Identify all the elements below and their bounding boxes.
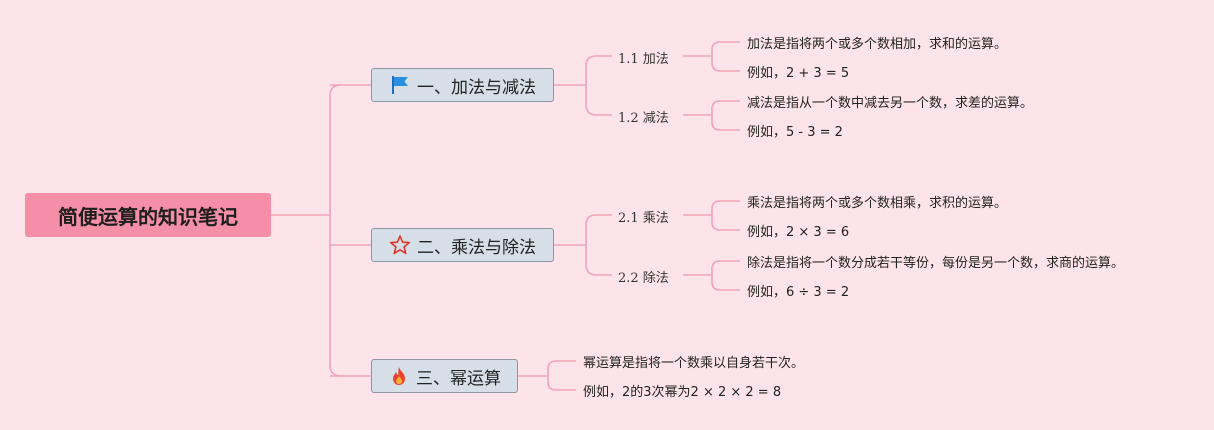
leaf-addition-example[interactable]: 例如，2 + 3 = 5 xyxy=(747,66,850,81)
connector-b1-s1 xyxy=(585,55,612,67)
root-title: 简便运算的知识笔记 xyxy=(58,204,238,229)
branch-multiplication-division[interactable]: 二、乘法与除法 xyxy=(371,228,554,262)
connector-corner-bottom xyxy=(329,364,342,377)
connector-s11-l1 xyxy=(711,41,740,51)
connector-s11-l2 xyxy=(711,61,740,72)
connector-s21-l1 xyxy=(711,200,740,210)
connector-corner-top xyxy=(329,84,342,97)
branch-2-label: 二、乘法与除法 xyxy=(417,237,536,258)
branch-1-label: 一、加法与减法 xyxy=(417,77,536,98)
connector-s21-l2 xyxy=(711,221,740,231)
leaf-power-example[interactable]: 例如，2的3次幂为2 × 2 × 2 = 8 xyxy=(583,385,782,400)
connector-s12-l2 xyxy=(711,121,740,131)
leaf-power-definition[interactable]: 幂运算是指将一个数乘以自身若干次。 xyxy=(583,356,805,371)
branch-3-label: 三、幂运算 xyxy=(416,368,501,389)
subtopic-addition[interactable]: 1.1 加法 xyxy=(618,52,669,67)
branch-power[interactable]: 三、幂运算 xyxy=(371,359,518,393)
root-topic[interactable]: 简便运算的知识笔记 xyxy=(25,193,271,237)
branch-addition-subtraction[interactable]: 一、加法与减法 xyxy=(371,68,554,102)
subtopic-multiplication[interactable]: 2.1 乘法 xyxy=(618,211,669,226)
leaf-division-example[interactable]: 例如，6 ÷ 3 = 2 xyxy=(747,285,850,300)
leaf-multiplication-definition[interactable]: 乘法是指将两个或多个数相乘，求积的运算。 xyxy=(747,196,1008,211)
blue-flag-icon xyxy=(389,74,411,96)
leaf-subtraction-definition[interactable]: 减法是指从一个数中减去另一个数，求差的运算。 xyxy=(747,96,1034,111)
connector-b1-s2 xyxy=(585,103,612,116)
connector-b3-l2 xyxy=(547,381,576,391)
leaf-division-definition[interactable]: 除法是指将一个数分成若干等份，每份是另一个数，求商的运算。 xyxy=(747,256,1125,271)
connector-b2-s2 xyxy=(585,263,612,276)
connector-s12-l1 xyxy=(711,100,740,110)
fire-icon xyxy=(388,365,410,387)
leaf-addition-definition[interactable]: 加法是指将两个或多个数相加，求和的运算。 xyxy=(747,37,1008,52)
leaf-multiplication-example[interactable]: 例如，2 × 3 = 6 xyxy=(747,225,850,240)
leaf-subtraction-example[interactable]: 例如，5 - 3 = 2 xyxy=(747,125,843,140)
connector-b2-s1 xyxy=(585,214,612,226)
red-star-outline-icon xyxy=(389,234,411,256)
connector-b3-l1 xyxy=(547,360,576,370)
subtopic-division[interactable]: 2.2 除法 xyxy=(618,271,669,286)
connector-s22-l2 xyxy=(711,281,740,291)
connector-s22-l1 xyxy=(711,260,740,270)
subtopic-subtraction[interactable]: 1.2 减法 xyxy=(618,111,669,126)
